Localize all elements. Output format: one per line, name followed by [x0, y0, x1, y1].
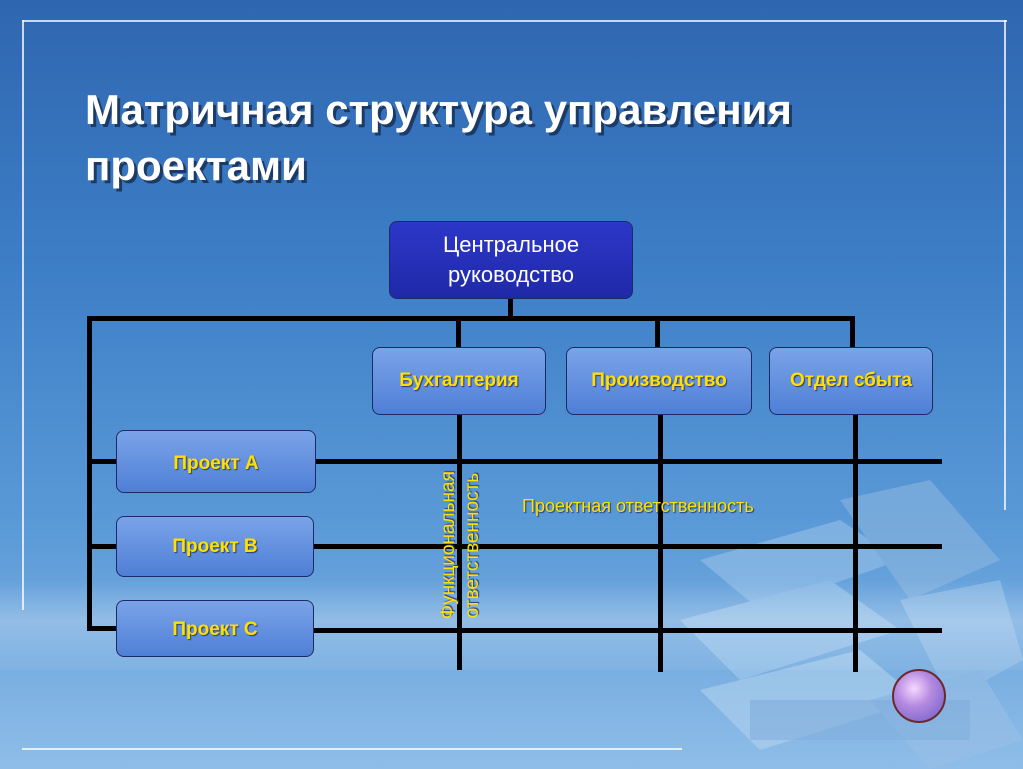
center-management-box: Центральное руководство: [389, 221, 633, 299]
project-line-a: [315, 459, 942, 464]
dept-label: Отдел сбыта: [790, 370, 912, 391]
project-label: Проект A: [173, 453, 259, 474]
dept-label: Производство: [591, 370, 727, 391]
connector-to-project-c: [87, 626, 119, 631]
functional-line-3: [853, 414, 858, 672]
project-line-c: [313, 628, 942, 633]
project-box-a: Проект A: [116, 430, 316, 493]
title-line-2: проектами: [85, 142, 307, 189]
functional-label-line-1: Функциональная: [438, 470, 459, 620]
connector-to-project-b: [87, 544, 119, 549]
connector-to-dept-1: [456, 316, 461, 348]
dept-box-accounting: Бухгалтерия: [372, 347, 546, 415]
project-box-c: Проект C: [116, 600, 314, 657]
dept-box-production: Производство: [566, 347, 752, 415]
project-line-b: [313, 544, 942, 549]
frame-bottom-line: [22, 748, 682, 750]
functional-line-2: [658, 414, 663, 672]
project-responsibility-label: Проектная ответственность: [522, 496, 754, 516]
frame-left-line: [22, 20, 24, 610]
connector-to-project-a: [87, 459, 119, 464]
connector-center-stem: [508, 298, 513, 320]
connector-left-spine: [87, 316, 92, 631]
center-label-line-2: руководство: [448, 262, 574, 287]
project-label: Проект C: [172, 619, 258, 640]
connector-top-bar: [87, 316, 855, 321]
connector-to-dept-2: [655, 316, 660, 348]
dept-label: Бухгалтерия: [399, 370, 519, 391]
project-box-b: Проект B: [116, 516, 314, 577]
connector-to-dept-3: [850, 316, 855, 348]
project-label: Проект B: [172, 535, 258, 557]
title-line-1: Матричная структура управления: [85, 86, 792, 133]
frame-right-line: [1004, 20, 1006, 510]
frame-top-line: [22, 20, 1007, 22]
dept-box-sales: Отдел сбыта: [769, 347, 933, 415]
slide-title: Матричная структура управления проектами: [85, 82, 945, 194]
circle-nav-button[interactable]: [892, 669, 946, 723]
center-label-line-1: Центральное: [442, 232, 580, 257]
functional-responsibility-label: Функциональная ответственность: [426, 450, 496, 640]
functional-label-line-2: ответственность: [462, 472, 483, 618]
functional-line-1: [457, 414, 462, 670]
